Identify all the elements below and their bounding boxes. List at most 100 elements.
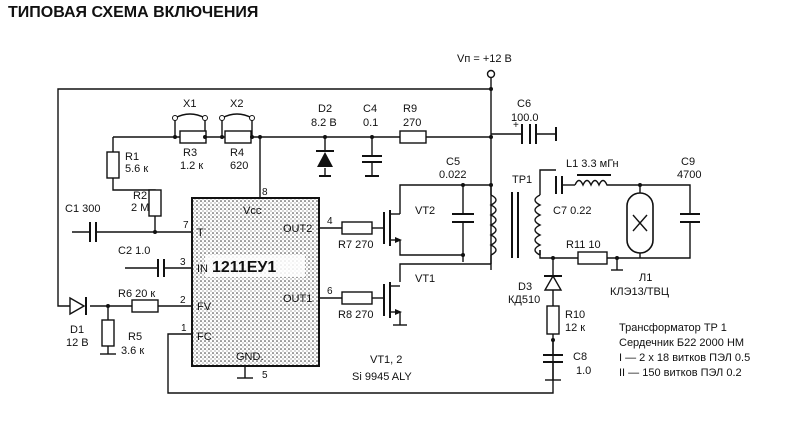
mosfet-vt2: VT2 [383,205,435,246]
r3-value: 1.2 к [180,160,203,172]
r8-label: R8 270 [338,309,373,321]
junctions [106,87,642,308]
capacitor-c9: C9 4700 [677,156,701,223]
r4-ref: R4 [230,147,244,159]
c5-value: 0.022 [439,169,467,181]
svg-text:+: + [513,120,519,131]
resistor-r4: R4 620 [224,130,252,172]
r3-ref: R3 [183,147,197,159]
mosfet-vt1: VT1 [383,273,435,326]
note-line: II — 150 витков ПЭЛ 0.2 [619,367,742,379]
capacitor-c5: C5 0.022 [439,156,474,230]
r11-label: R11 10 [566,239,601,251]
ic-pin-3: 3 [180,257,186,268]
ic-pin-2: 2 [180,295,186,306]
c6-ref: C6 [517,98,531,110]
c6-value: 100.0 [511,112,539,124]
diode-d3: D3 КД510 [508,274,563,306]
jumper-x2-label: X2 [230,98,243,110]
ic-name: 1211ЕУ1 [212,259,276,276]
transformer-notes: Трансформатор TP 1 Сердечник Б22 2000 НМ… [619,322,750,379]
c9-ref: C9 [681,156,695,168]
supply-terminal: Vп = +12 В [457,53,512,79]
transistors-ref: VT1, 2 [370,354,402,366]
r2-value: 2 М [131,202,149,214]
ic-pin-fc-label: FC [197,331,212,343]
ic-1211eu1: 1211ЕУ1 Vcc GND. T IN FV FC OUT2 OUT1 7 … [180,187,333,381]
tp1-label: TP1 [512,174,532,186]
resistor-r8: R8 270 [338,291,373,321]
d3-ref: D3 [518,281,532,293]
resistor-r5: R5 3.6 к [101,319,144,357]
c1-label: C1 300 [65,203,100,215]
r2-ref: R2 [133,190,147,202]
c7-label: C7 0.22 [553,205,592,217]
d2-value: 8.2 В [311,117,337,129]
ic-gnd-label: GND. [236,351,264,363]
r7-label: R7 270 [338,239,373,251]
c5-ref: C5 [446,156,460,168]
d1-ref: D1 [70,324,84,336]
ic-pin-8: 8 [262,187,268,198]
note-line: Сердечник Б22 2000 НМ [619,337,744,349]
capacitor-c6: + C6 100.0 [511,98,557,144]
ic-pin-7: 7 [183,220,189,231]
c8-value: 1.0 [576,365,591,377]
capacitor-c7: C7 0.22 [553,176,592,217]
ic-pin-t-label: T [197,227,204,239]
ic-pin-in-label: IN [197,263,208,275]
note-line: I — 2 х 18 витков ПЭЛ 0.5 [619,352,750,364]
resistor-r10: R10 12 к [546,305,585,335]
r9-ref: R9 [403,103,417,115]
resistor-r2: R2 2 М [131,189,162,217]
resistor-r9: R9 270 [399,103,427,144]
ic-pin-1: 1 [181,323,187,334]
ic-pin-4: 4 [327,216,333,227]
resistor-r3: R3 1.2 к [179,130,207,172]
resistor-r6: R6 20 к [118,288,159,313]
c2-label: C2 1.0 [118,245,150,257]
r1-value: 5.6 к [125,163,148,175]
lamp-l1: Л1 КЛЭ13/ТВЦ [610,192,669,298]
l1-label: L1 3.3 мГн [566,158,619,170]
r5-ref: R5 [128,331,142,343]
ic-pin-out1-label: OUT1 [283,293,312,305]
transformer-tp1: TP1 [489,133,542,264]
lamp-ref: Л1 [639,272,652,284]
jumper-terminals [172,115,255,139]
capacitor-c4: C4 0.1 [362,103,382,177]
d3-value: КД510 [508,294,540,306]
capacitor-c8: C8 1.0 [543,338,591,377]
r10-ref: R10 [565,309,585,321]
resistor-r11: R11 10 [566,239,608,265]
r6-label: R6 20 к [118,288,155,300]
vt1-label: VT1 [415,273,435,285]
d1-value: 12 В [66,337,89,349]
r9-value: 270 [403,117,421,129]
r10-value: 12 к [565,322,585,334]
r4-value: 620 [230,160,248,172]
zener-d2: D2 8.2 В [311,103,337,177]
capacitor-c1: C1 300 [65,203,100,242]
ic-pin-6: 6 [327,286,333,297]
ic-vcc-label: Vcc [243,205,262,217]
vt2-label: VT2 [415,205,435,217]
supply-label: Vп = +12 В [457,53,512,65]
capacitor-c2: C2 1.0 [118,245,165,277]
c4-ref: C4 [363,103,377,115]
c4-value: 0.1 [363,117,378,129]
diagram-title: ТИПОВАЯ СХЕМА ВКЛЮЧЕНИЯ [8,4,258,21]
zener-d1: D1 12 В [66,296,89,349]
resistor-r7: R7 270 [338,221,373,251]
ic-pin-fv-label: FV [197,301,212,313]
inductor-l1: L1 3.3 мГн [566,158,619,187]
note-line: Трансформатор TP 1 [619,322,727,334]
ic-pin-5: 5 [262,370,268,381]
c9-value: 4700 [677,169,701,181]
ic-pin-out2-label: OUT2 [283,223,312,235]
r1-ref: R1 [125,151,139,163]
resistor-r1: R1 5.6 к [106,151,148,179]
jumper-x1-label: X1 [183,98,196,110]
transistors-value: Si 9945 ALY [352,371,412,383]
c8-ref: C8 [573,351,587,363]
